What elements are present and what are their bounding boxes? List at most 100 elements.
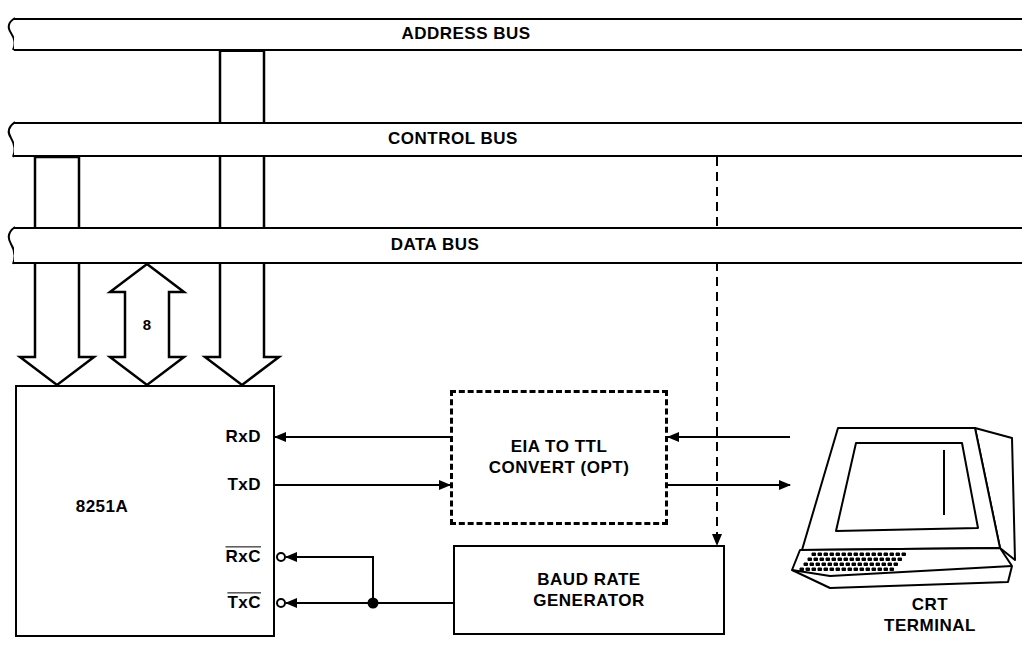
key — [824, 568, 828, 571]
key — [870, 563, 874, 566]
key — [858, 563, 862, 566]
bus-arrow — [205, 51, 279, 385]
usart-chip: 8251A RxD TxD RxC TxC — [15, 385, 275, 637]
keyboard — [792, 548, 1012, 588]
crt-terminal-drawing — [792, 428, 1015, 588]
pin-bubble — [277, 553, 285, 561]
key — [806, 568, 810, 571]
key — [808, 558, 812, 561]
pin-name: TxC — [227, 592, 261, 613]
signal-line — [668, 484, 790, 486]
key — [894, 563, 898, 566]
key — [816, 563, 820, 566]
signal-line — [668, 436, 790, 438]
key — [812, 553, 816, 556]
box-label: EIA TO TTL CONVERT (OPT) — [479, 436, 639, 479]
key — [822, 563, 826, 566]
data-bus: DATA BUS — [14, 227, 1022, 264]
key — [886, 558, 890, 561]
key — [884, 553, 888, 556]
key — [892, 558, 896, 561]
key — [874, 558, 878, 561]
keyboard-edge — [792, 566, 1012, 576]
key — [820, 558, 824, 561]
key — [836, 553, 840, 556]
bus-arrow — [20, 157, 94, 385]
key — [834, 563, 838, 566]
key — [890, 553, 894, 556]
key — [812, 568, 816, 571]
level-converter: EIA TO TTL CONVERT (OPT) — [450, 390, 668, 525]
control-line — [716, 157, 718, 545]
key — [818, 568, 822, 571]
key — [826, 558, 830, 561]
pin-bubble — [277, 599, 285, 607]
box-label: BAUD RATE GENERATOR — [504, 569, 674, 612]
key — [890, 568, 894, 571]
signal-line — [275, 484, 450, 486]
key — [848, 568, 852, 571]
key — [850, 558, 854, 561]
key — [860, 568, 864, 571]
key — [830, 568, 834, 571]
key — [860, 553, 864, 556]
key — [862, 558, 866, 561]
key — [878, 568, 882, 571]
key — [810, 563, 814, 566]
key — [840, 563, 844, 566]
key — [800, 568, 804, 571]
bus-width: 8 — [141, 316, 153, 333]
screen-cursor — [943, 450, 945, 515]
key — [854, 568, 858, 571]
signal-line — [286, 602, 453, 604]
key — [898, 558, 902, 561]
key — [896, 553, 900, 556]
key — [866, 553, 870, 556]
bus-arrow — [110, 264, 184, 385]
baud-rate-generator: BAUD RATE GENERATOR — [453, 545, 725, 635]
address-bus: ADDRESS BUS — [14, 18, 1022, 51]
key — [844, 558, 848, 561]
key — [832, 558, 836, 561]
key — [842, 553, 846, 556]
keys — [800, 553, 906, 571]
key — [814, 558, 818, 561]
key — [876, 563, 880, 566]
key — [868, 558, 872, 561]
chip-name: 8251A — [76, 496, 129, 517]
bus-name: ADDRESS BUS — [401, 23, 530, 44]
crt-terminal: CRT TERMINAL — [790, 415, 1018, 642]
terminal-label: CRT TERMINAL — [875, 594, 985, 637]
key — [848, 553, 852, 556]
pin-symbols — [277, 553, 378, 608]
key — [866, 568, 870, 571]
key — [846, 563, 850, 566]
pin-name: RxD — [225, 426, 261, 447]
monitor-bezel — [802, 428, 1000, 550]
key — [884, 568, 888, 571]
key — [824, 553, 828, 556]
key — [836, 568, 840, 571]
key — [888, 563, 892, 566]
bus-name: DATA BUS — [391, 234, 480, 255]
key — [828, 563, 832, 566]
pin-name: TxD — [227, 474, 261, 495]
key — [902, 553, 906, 556]
key — [872, 568, 876, 571]
key — [830, 553, 834, 556]
key — [882, 563, 886, 566]
key — [804, 563, 808, 566]
key — [854, 553, 858, 556]
key — [852, 563, 856, 566]
key — [864, 563, 868, 566]
key — [818, 553, 822, 556]
key — [878, 553, 882, 556]
key — [872, 553, 876, 556]
signal-line — [286, 557, 453, 603]
key — [856, 558, 860, 561]
bus-name: CONTROL BUS — [388, 128, 518, 149]
monitor-screen — [836, 443, 978, 531]
key — [880, 558, 884, 561]
control-bus: CONTROL BUS — [14, 122, 1022, 157]
pin-name: RxC — [225, 546, 261, 567]
